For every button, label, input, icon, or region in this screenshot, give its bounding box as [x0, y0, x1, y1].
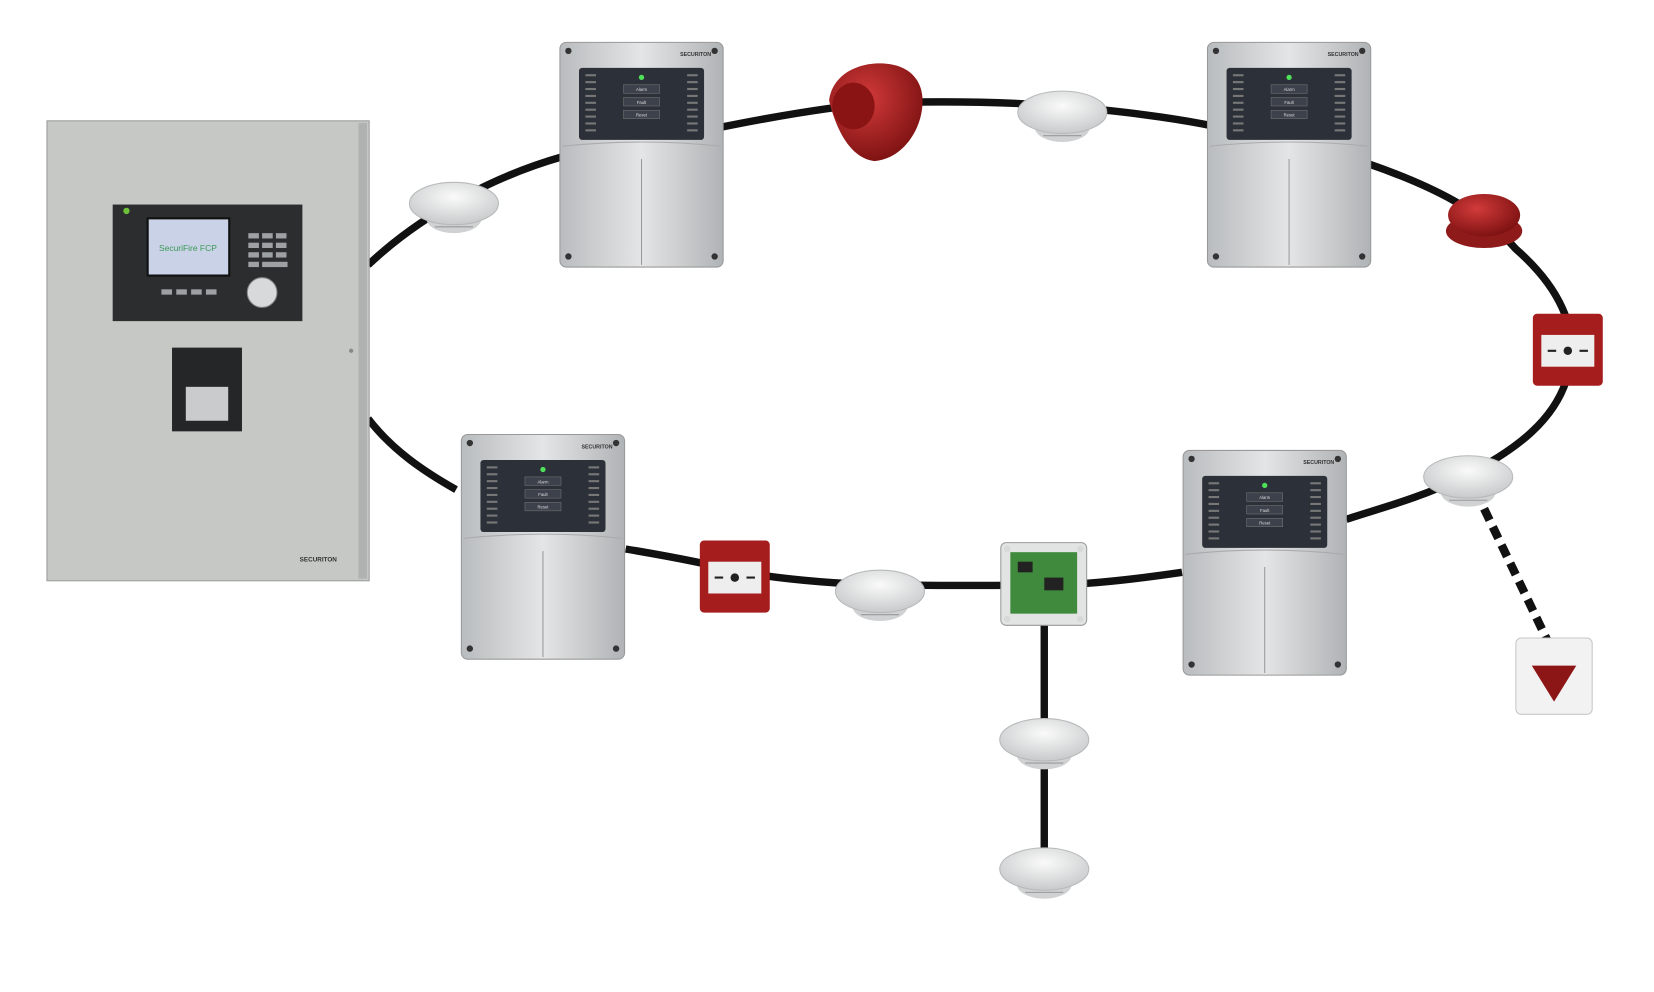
smoke-detector [1017, 90, 1108, 143]
smoke-detector [834, 569, 926, 622]
main-control-panel: SecuriFire FCP SECURITON [46, 120, 370, 582]
navigation-wheel [246, 277, 278, 308]
input-output-module [1000, 542, 1088, 626]
panel-button-label: Reset [1259, 521, 1271, 526]
panel-button-label: Fault [1284, 100, 1294, 105]
panel-button-label: Fault [637, 100, 647, 105]
remote-indicator [1515, 637, 1593, 715]
display-screen [146, 217, 231, 277]
panel-button-label: Fault [1260, 508, 1270, 513]
smoke-detector [999, 847, 1090, 899]
manual-call-point [699, 540, 770, 613]
panel-button-label: Reset [537, 505, 549, 510]
smoke-detector [408, 181, 499, 234]
alarm-sounder [829, 63, 923, 162]
panel-button-label: Alarm [1259, 495, 1271, 500]
panel-brand: SECURITON [1328, 52, 1359, 58]
screen-text: SecuriFire FCP [159, 243, 217, 253]
panel-button-label: Alarm [636, 87, 648, 92]
panel-button-label: Fault [538, 492, 548, 497]
smoke-detector [1423, 455, 1514, 507]
flashing-beacon [1445, 193, 1523, 248]
panel-brand: SECURITON [582, 444, 613, 450]
panel-brand: SECURITON [1303, 460, 1334, 466]
manual-call-point [1532, 313, 1603, 386]
smoke-detector [999, 718, 1090, 770]
panel-button-label: Alarm [1284, 87, 1296, 92]
panel-button-label: Reset [636, 113, 648, 118]
panel-button-label: Reset [1284, 113, 1296, 118]
brand-logo: SECURITON [300, 557, 338, 564]
panel-button-label: Alarm [537, 479, 549, 484]
wireless-link [1480, 506, 1552, 644]
panel-brand: SECURITON [680, 52, 711, 58]
